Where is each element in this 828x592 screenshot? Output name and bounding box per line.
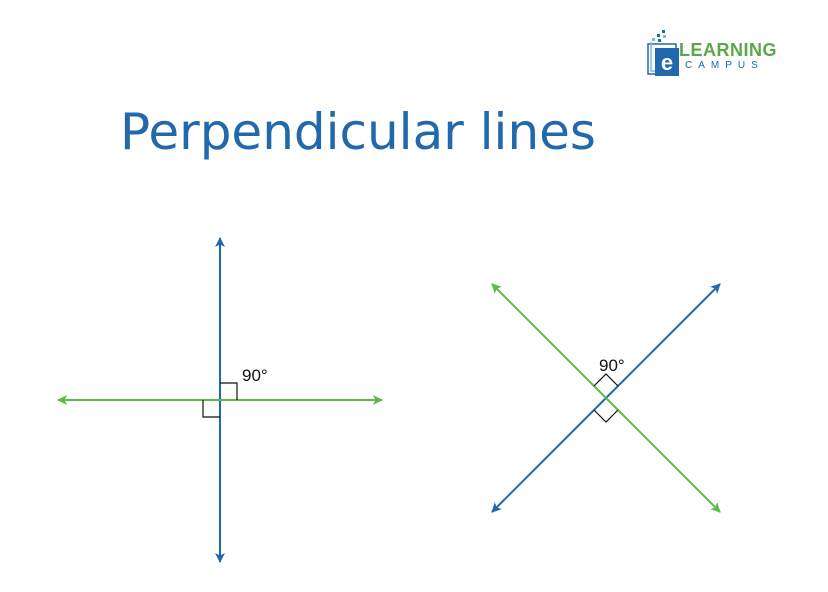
angle-label: 90° — [242, 366, 268, 385]
page-title: Perpendicular lines — [120, 103, 596, 161]
brand-logo: e LEARNING CAMPUS — [646, 30, 777, 80]
right-angle-mark-upper — [593, 373, 619, 387]
figure-right: 90° — [491, 283, 721, 513]
angle-label: 90° — [599, 356, 625, 375]
logo-e-letter: e — [661, 50, 673, 75]
logo-learning-text: LEARNING — [679, 40, 777, 60]
right-angle-mark-lower — [202, 400, 220, 418]
right-angle-mark-lower — [593, 409, 619, 423]
green-line-down-right — [605, 397, 721, 513]
figure-left: 90° — [57, 237, 383, 563]
green-line-up-left — [491, 283, 607, 399]
logo-book-icon: e — [647, 30, 679, 76]
blue-line-up-right — [605, 283, 721, 399]
logo-campus-text: CAMPUS — [685, 60, 764, 71]
right-angle-mark-upper — [220, 382, 238, 400]
blue-line-down-left — [491, 397, 607, 513]
